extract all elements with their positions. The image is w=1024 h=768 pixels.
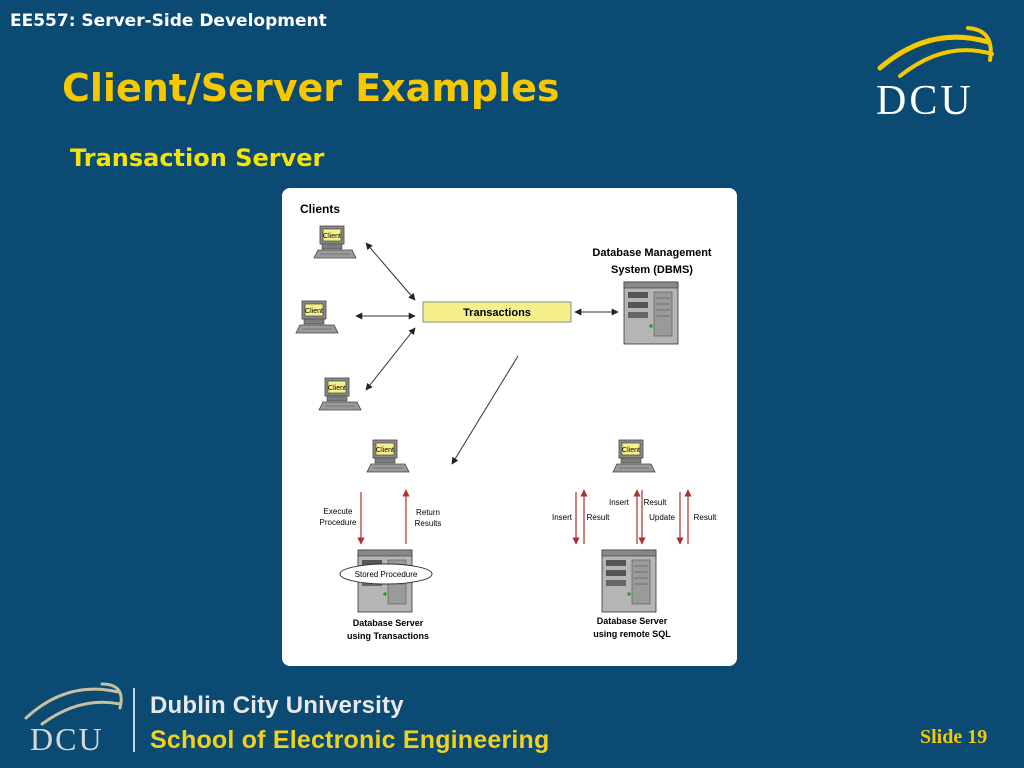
insert-center-label: Insert: [609, 498, 630, 507]
client-label: Client: [328, 385, 346, 392]
arrow-to-transaction-client: [451, 355, 519, 465]
dbms-label-line1: Database Management: [592, 247, 712, 259]
course-title: EE557: Server-Side Development: [10, 11, 327, 31]
slide-title: Client/Server Examples: [62, 66, 560, 110]
client-computer-4: Client: [366, 439, 410, 473]
result-center-label: Result: [644, 498, 667, 507]
school-name: School of Electronic Engineering: [150, 726, 550, 754]
dbms-server: [623, 281, 679, 345]
server-transactions-line1: Database Server: [353, 618, 424, 628]
client-computer-2: Client: [295, 300, 339, 334]
footer-dcu-logo: DCU: [22, 678, 132, 762]
remote-sql-db-server: [601, 549, 657, 613]
diagram-panel: Clients Client Client Client Transaction…: [282, 188, 737, 666]
stored-procedure-label: Stored Procedure: [355, 570, 418, 579]
arrow-client1-transactions: [365, 242, 416, 301]
server-sql-line2: using remote SQL: [593, 629, 671, 639]
slide-subtitle: Transaction Server: [70, 144, 325, 172]
execute-label-line2: Procedure: [320, 518, 357, 527]
stored-procedure-badge: [339, 563, 433, 585]
result-outer-label: Result: [694, 513, 717, 522]
slide-number: Slide 19: [920, 726, 988, 748]
footer-divider: [133, 688, 135, 752]
dcu-logo: DCU: [860, 20, 1000, 124]
result-inner-left-label: Result: [587, 513, 610, 522]
arrow-client3-transactions: [365, 327, 416, 391]
client-label: Client: [323, 233, 341, 240]
client-label: Client: [376, 447, 394, 454]
university-name: Dublin City University: [150, 692, 404, 719]
insert-outer-label: Insert: [552, 513, 573, 522]
transactions-box: [422, 301, 572, 323]
return-label-line2: Results: [415, 519, 442, 528]
client-computer-3: Client: [318, 377, 362, 411]
return-label-line1: Return: [416, 508, 440, 517]
dcu-logo-text: DCU: [876, 78, 974, 120]
execute-label-line1: Execute: [324, 507, 353, 516]
client-label: Client: [622, 447, 640, 454]
clients-heading: Clients: [300, 202, 340, 216]
transactions-label: Transactions: [463, 307, 531, 319]
server-transactions-line2: using Transactions: [347, 631, 429, 641]
server-sql-line1: Database Server: [597, 616, 668, 626]
client-computer-1: Client: [313, 225, 357, 259]
client-computer-5: Client: [612, 439, 656, 473]
dbms-label-line2: System (DBMS): [611, 264, 693, 276]
client-label: Client: [305, 308, 323, 315]
footer-logo-text: DCU: [30, 721, 104, 757]
update-label: Update: [649, 513, 675, 522]
